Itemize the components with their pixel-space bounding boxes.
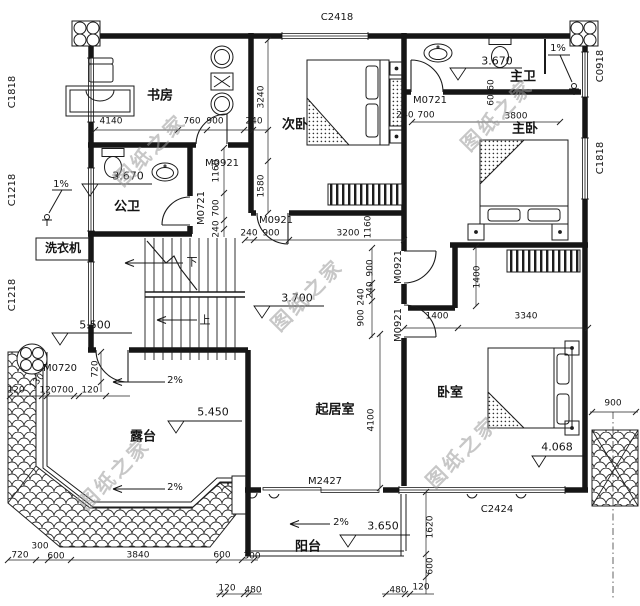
window-c1218-left-2-glyph (87, 261, 95, 326)
dim-ticks (4, 36, 640, 598)
window-c2418-glyph (281, 32, 369, 40)
stool-icons (210, 45, 234, 116)
level-markers (51, 67, 585, 548)
window-c2424-glyph (398, 486, 566, 494)
toilet-icon-master (488, 36, 512, 68)
wardrobe-bedroom (506, 249, 581, 273)
nightstands-secondary (389, 61, 404, 144)
door-gaps (96, 88, 443, 494)
stair-up-arrow (156, 316, 197, 324)
corner-columns (16, 20, 599, 375)
stairs (124, 238, 245, 360)
corner-column-top-right (569, 20, 599, 47)
roof-tile-band (7, 351, 639, 548)
desk-icon (65, 85, 135, 117)
corner-column-top-left (71, 20, 101, 47)
roof-tile-diagonals (7, 429, 639, 507)
door-study-swing (195, 113, 228, 145)
bed-master (479, 139, 569, 225)
balcony-parapet (245, 492, 527, 557)
bed-bedroom (487, 347, 573, 429)
dimension-lines (4, 36, 640, 600)
laundry-label-box (35, 237, 91, 261)
door-master-bath-swing (410, 59, 444, 93)
floor-drain-master (548, 54, 579, 95)
sliding-door-m2427 (262, 487, 380, 493)
slope-arrows (112, 378, 330, 528)
window-c0918-glyph (581, 51, 589, 98)
window-c1818-right-glyph (581, 137, 589, 200)
sink-icon-public (151, 162, 179, 182)
door-master-swing (403, 250, 437, 284)
corner-column-terrace (16, 343, 48, 375)
stair-break-line (146, 240, 198, 291)
wardrobe-secondary (327, 183, 403, 206)
door-public-bath-swing (161, 196, 191, 226)
chair-icon (88, 57, 114, 83)
door-bedroom-swing (403, 304, 437, 338)
sink-icon-master (423, 43, 453, 63)
floor-drain-public (42, 189, 72, 226)
window-c1218-left-1-glyph (87, 167, 95, 232)
door-secondary-swing (256, 212, 289, 245)
nightstands-master (467, 223, 569, 241)
nightstands-bedroom (564, 340, 580, 436)
walls (85, 33, 590, 556)
toilet-icon-public (101, 148, 125, 178)
furniture (35, 36, 581, 436)
bed-secondary (306, 59, 390, 146)
stair-down-arrow (124, 259, 183, 267)
terrace-parapet (42, 352, 249, 515)
